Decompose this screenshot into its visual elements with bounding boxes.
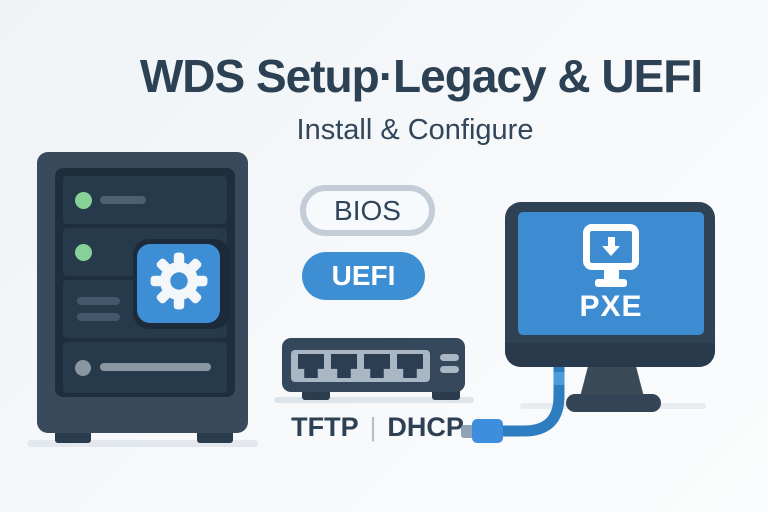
switch-ground-shadow: [274, 397, 474, 403]
status-led-green-icon: [75, 244, 92, 261]
dhcp-label: DHCP: [387, 412, 464, 442]
tftp-label: TFTP: [291, 412, 359, 442]
bay-label-bar: [77, 313, 120, 321]
pxe-boot-download-icon: PXE: [579, 223, 643, 324]
status-led-gray-icon: [75, 360, 91, 376]
switch-led-pill: [440, 354, 459, 361]
pxe-label: PXE: [579, 289, 643, 323]
bios-label: BIOS: [334, 194, 401, 226]
ethernet-cable: [495, 362, 565, 437]
ethernet-port-icon: [364, 354, 390, 378]
uefi-label: UEFI: [331, 260, 396, 291]
monitor-screen: PXE: [518, 212, 704, 335]
ethernet-port-icon: [298, 354, 324, 378]
settings-badge: [137, 244, 220, 323]
protocol-labels: TFTP | DHCP: [290, 412, 465, 443]
page-title: WDS Setup·Legacy & UEFI: [139, 50, 703, 102]
switch-led-pill: [440, 366, 459, 373]
monitor-chin: [505, 343, 715, 367]
bay-label-bar: [77, 297, 120, 305]
connector-tip-icon: [461, 425, 474, 438]
download-arrow-icon: [607, 237, 615, 246]
bay-label-bar: [100, 196, 146, 204]
ethernet-port-icon: [397, 354, 423, 378]
cable-connector-icon: [472, 419, 503, 443]
page-subtitle: Install & Configure: [296, 114, 534, 146]
bay-label-bar: [100, 363, 211, 371]
monitor-stand: [580, 365, 644, 397]
monitor-outline-icon: [583, 223, 639, 270]
uefi-pill: UEFI: [302, 252, 425, 300]
ethernet-port-icon: [331, 354, 357, 378]
status-led-green-icon: [75, 192, 92, 209]
label-divider: |: [369, 412, 377, 442]
server-ground-shadow: [27, 440, 258, 447]
bios-pill: BIOS: [300, 185, 435, 236]
gear-icon: [150, 252, 208, 315]
switch-port-panel: [291, 350, 430, 382]
monitor-base: [566, 394, 661, 412]
